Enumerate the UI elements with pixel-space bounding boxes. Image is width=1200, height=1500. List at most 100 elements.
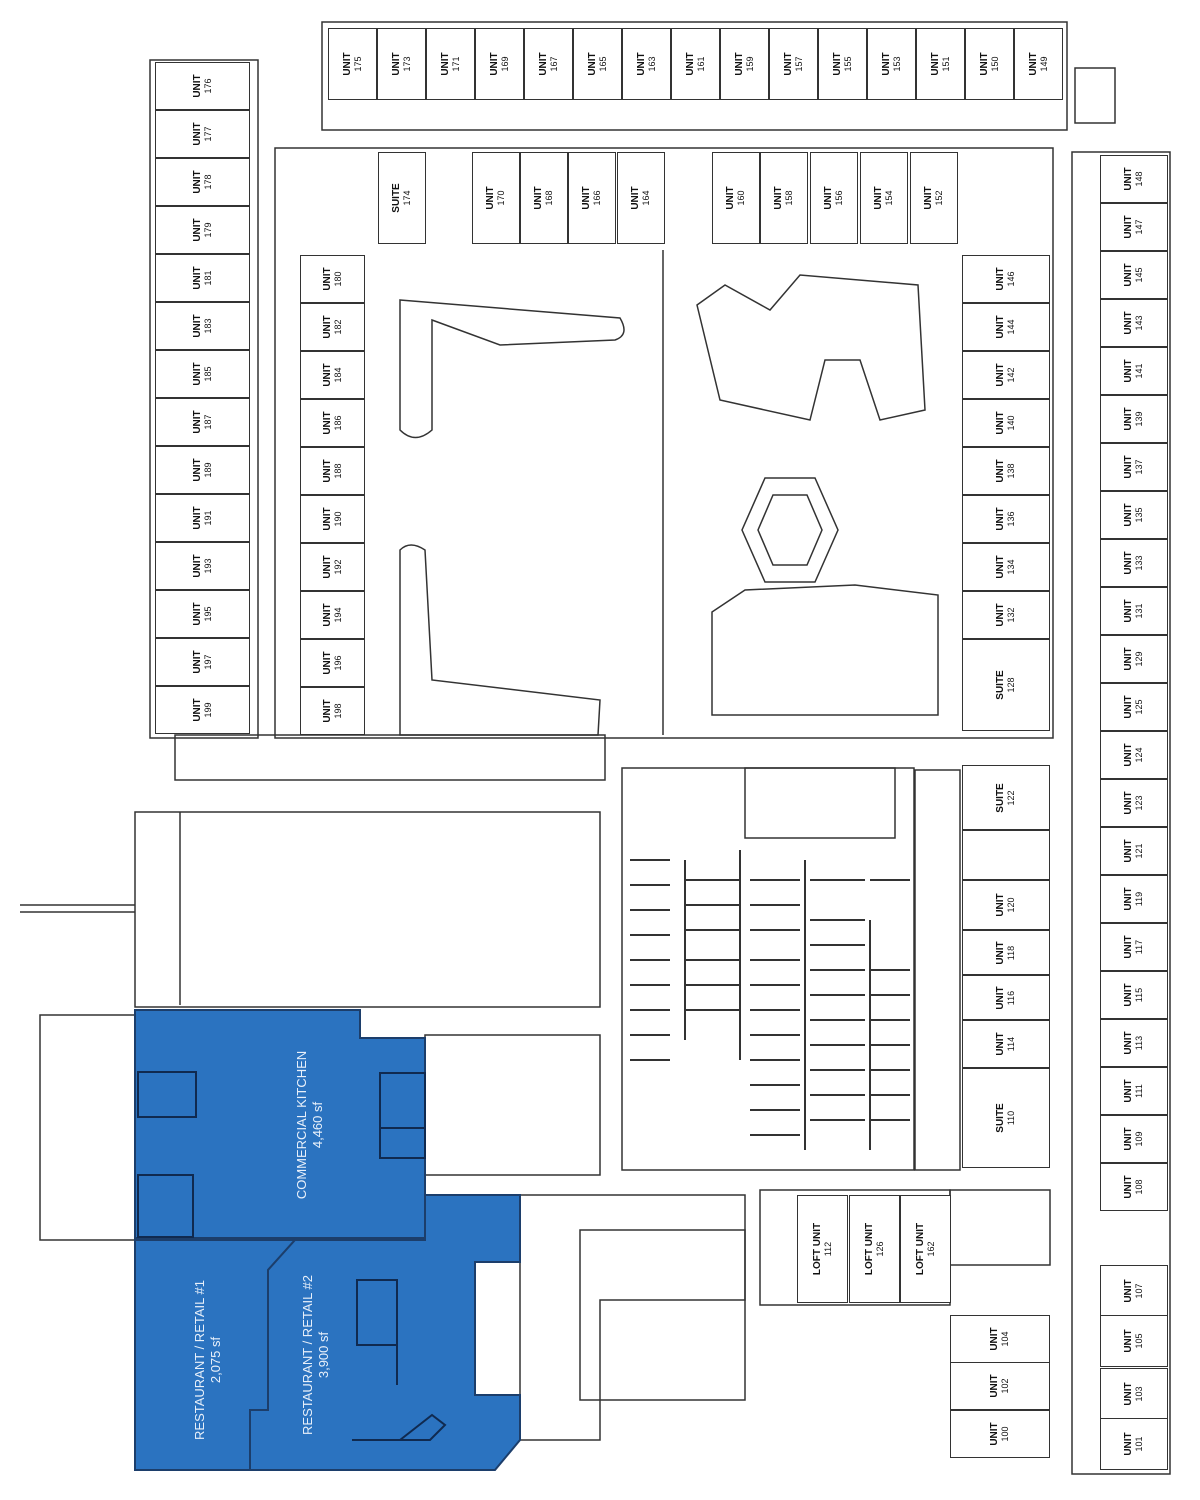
commercial-kitchen-area[interactable] [134, 1009, 426, 1239]
unit-type: UNIT [533, 186, 544, 210]
east-wing-outline [1071, 151, 1171, 1475]
restaurant-retail-2-area[interactable] [249, 1194, 521, 1471]
